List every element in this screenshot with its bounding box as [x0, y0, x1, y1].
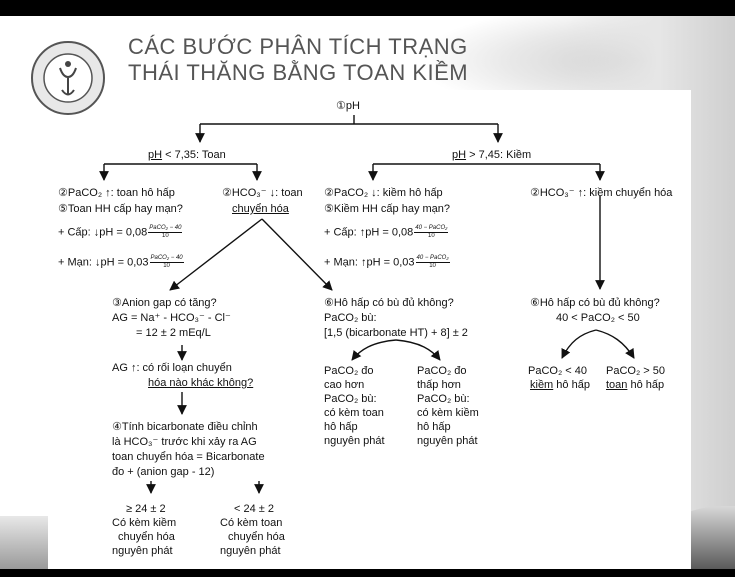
right-header: pH > 7,45: Kiềm: [452, 148, 531, 162]
gt50-line2-rest: hô hấp: [627, 379, 665, 391]
fraction-numerator: PaCO₂ − 40: [149, 255, 184, 263]
slide-title-line1: CÁC BƯỚC PHÂN TÍCH TRẠNG: [128, 34, 468, 59]
ag-up-line1: AG ↑: có rối loạn chuyển: [112, 362, 232, 374]
left-header-ph: pH: [148, 149, 163, 161]
comp-right-line2: 40 < PaCO₂ < 50: [556, 312, 640, 324]
comp-low-line6: nguyên phát: [417, 435, 478, 447]
gt50-line2: toan hô hấp: [606, 378, 664, 392]
comp-high-line4: có kèm toan: [324, 407, 384, 419]
comp-high-line2: cao hơn: [324, 379, 365, 391]
comp-left-line2: PaCO₂ bù:: [324, 312, 377, 324]
comp-right-line1: ⑥Hô hấp có bù đủ không?: [530, 297, 660, 309]
lt40-line2: kiềm hô hấp: [530, 378, 590, 392]
right-resp-line1: ②PaCO₂ ↓: kiềm hô hấp: [324, 187, 443, 199]
fraction-denominator: 10: [163, 263, 170, 269]
gt50-line1: PaCO₂ > 50: [606, 365, 665, 377]
outcome-ge-line1: ≥ 24 ± 2: [126, 503, 166, 515]
comp-low-line3: PaCO₂ bù:: [417, 393, 470, 405]
left-header: pH < 7,35: Toan: [148, 148, 226, 162]
outcome-ge-line4: nguyên phát: [112, 545, 173, 557]
lt40-line1: PaCO₂ < 40: [528, 365, 587, 377]
outcome-lt-line2: Có kèm toan: [220, 517, 283, 529]
comp-left-line3: [1,5 (bicarbonate HT) + 8] ± 2: [324, 327, 468, 339]
comp-high-line3: PaCO₂ bù:: [324, 393, 377, 405]
bicarb-line1: ④Tính bicarbonate điều chỉnh: [112, 421, 258, 433]
fraction-denominator: 10: [429, 263, 436, 269]
left-resp-line1: ②PaCO₂ ↑: toan hô hấp: [58, 187, 175, 199]
comp-high-line6: nguyên phát: [324, 435, 385, 447]
fraction-numerator: 40 − PaCO₂: [415, 255, 450, 263]
anion-gap-line3: = 12 ± 2 mEq/L: [136, 327, 211, 339]
slide-title-line2: THÁI THĂNG BẰNG TOAN KIỀM: [128, 60, 469, 85]
lt40-line2-underlined: kiềm: [530, 379, 554, 391]
ag-up-line2: hóa nào khác không?: [148, 377, 254, 389]
right-header-text: > 7,45: Kiềm: [466, 149, 532, 161]
comp-high-line1: PaCO₂ đo: [324, 365, 374, 377]
right-resp-line2: ⑤Kiềm HH cấp hay mạn?: [324, 203, 451, 215]
slide: CÁC BƯỚC PHÂN TÍCH TRẠNG THÁI THĂNG BẰNG…: [0, 16, 735, 569]
lt40-line2-rest: hô hấp: [553, 379, 590, 391]
right-metab: ②HCO₃⁻ ↑: kiềm chuyển hóa: [530, 187, 673, 199]
gt50-line2-underlined: toan: [606, 379, 628, 391]
bicarb-line3: toan chuyển hóa = Bicarbonate: [112, 451, 265, 463]
right-resp-chronic-label: + Mạn: ↑pH = 0,03: [324, 256, 415, 269]
comp-low-line2: thấp hơn: [417, 379, 461, 391]
comp-low-line1: PaCO₂ đo: [417, 365, 467, 377]
outcome-lt-line1: < 24 ± 2: [234, 503, 274, 515]
outcome-ge-line3: chuyển hóa: [118, 531, 175, 543]
outcome-ge-line2: Có kèm kiềm: [112, 517, 177, 529]
fraction-denominator: 10: [428, 233, 435, 239]
fraction-numerator: 40 − PaCO₂: [414, 225, 449, 233]
right-resp-acute-label: + Cấp: ↑pH = 0,08: [324, 226, 414, 239]
left-resp-line2: ⑤Toan HH cấp hay mạn?: [58, 203, 183, 215]
right-header-ph: pH: [452, 149, 467, 161]
outcome-lt-line3: chuyển hóa: [228, 531, 285, 543]
anion-gap-line1: ③Anion gap có tăng?: [112, 297, 217, 309]
left-resp-chronic-label: + Mạn: ↓pH = 0,03: [58, 256, 149, 269]
left-header-text: < 7,35: Toan: [162, 149, 226, 161]
bicarb-line4: đo + (anion gap - 12): [112, 466, 215, 478]
university-logo: [31, 41, 105, 115]
anion-gap-line2: AG = Na⁺ - HCO₃⁻ - Cl⁻: [112, 312, 231, 324]
fraction-denominator: 10: [162, 233, 169, 239]
outcome-lt-line4: nguyên phát: [220, 545, 281, 557]
bicarb-line2: là HCO₃⁻ trước khi xảy ra AG: [112, 436, 257, 448]
fraction-numerator: PaCO₂ − 40: [148, 225, 183, 233]
left-metab-line1: ②HCO₃⁻ ↓: toan: [222, 187, 303, 199]
left-metab-line2: chuyển hóa: [232, 203, 289, 215]
step1-ph: ①pH: [336, 100, 360, 112]
comp-left-line1: ⑥Hô hấp có bù đủ không?: [324, 297, 454, 309]
comp-low-line4: có kèm kiềm: [417, 407, 479, 419]
comp-high-line5: hô hấp: [324, 421, 358, 433]
comp-low-line5: hô hấp: [417, 421, 451, 433]
left-resp-acute-label: + Cấp: ↓pH = 0,08: [58, 226, 148, 239]
